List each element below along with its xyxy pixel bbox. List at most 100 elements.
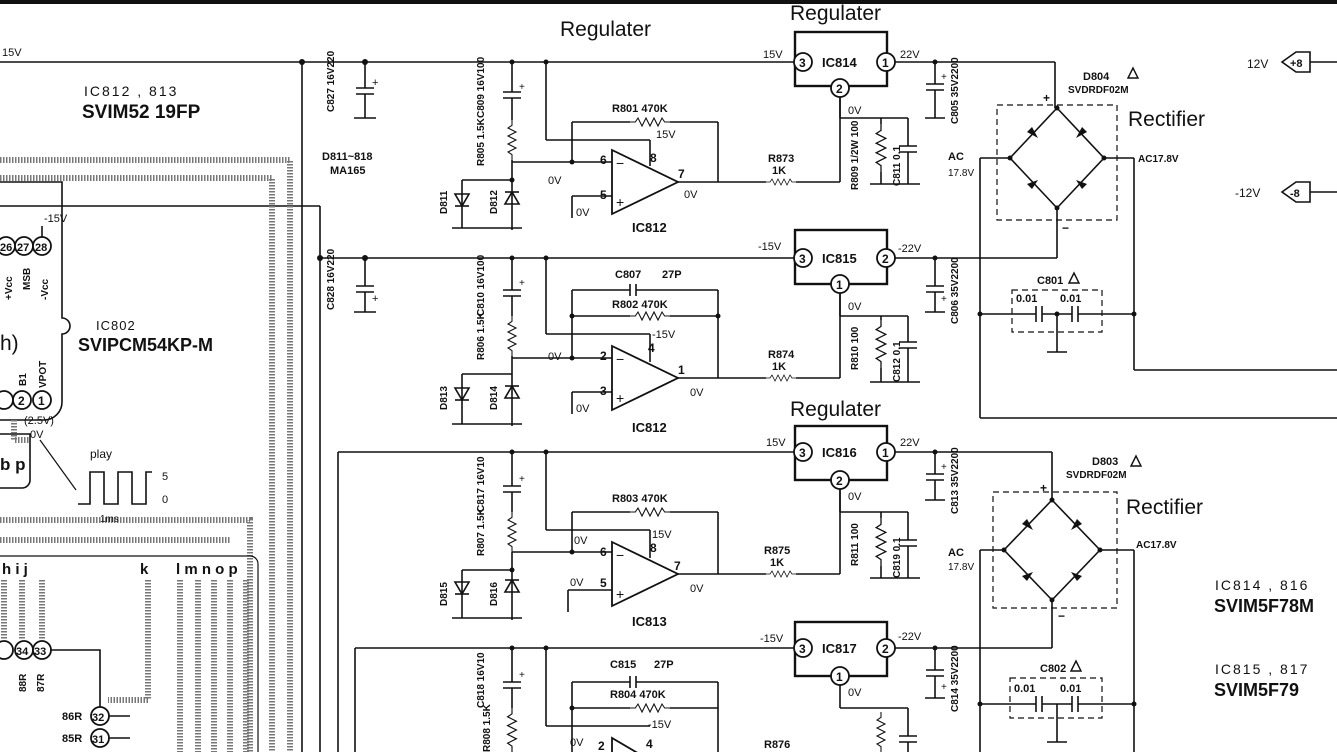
bus-lines [0,157,293,752]
svg-text:l m n o p: l m n o p [176,561,238,578]
svg-text:-Vcc: -Vcc [40,278,51,300]
svg-text:h): h) [0,332,19,355]
svg-text:+: + [519,670,525,681]
bridge-1: D804 SVDRDF02M Rectifier + − AC 17.8V AC… [948,51,1337,419]
svg-text:−: − [616,547,624,563]
bridge-2: D803 SVDRDF02M Rectifier + − AC 17.8V AC… [948,452,1203,752]
svg-text:2: 2 [600,349,607,363]
svg-text:IC817: IC817 [822,641,857,656]
svg-text:2: 2 [882,642,889,656]
svg-text:R801 470K: R801 470K [612,103,668,115]
svg-text:0V: 0V [576,403,590,415]
svg-text:12V: 12V [1247,57,1268,71]
svg-text:B1: B1 [18,373,29,386]
svg-text:7: 7 [674,559,681,573]
section-1: Regulater + C809 16V100 R805 1.5K D811 D… [439,2,1055,235]
svg-text:C813 35V2200: C813 35V2200 [950,447,961,514]
svg-text:-8: -8 [1290,188,1300,200]
svg-text:SVIM52 19FP: SVIM52 19FP [82,102,201,123]
ma165-label: MA165 [330,165,365,177]
svg-text:C814 35V2200: C814 35V2200 [950,645,961,712]
svg-text:SVDRDF02M: SVDRDF02M [1068,85,1129,96]
svg-text:C811 0.1: C811 0.1 [892,146,903,186]
svg-text:play: play [90,447,112,461]
svg-text:IC812 , 813: IC812 , 813 [84,83,178,99]
svg-text:3: 3 [799,56,806,70]
svg-text:+: + [616,390,624,406]
svg-text:27P: 27P [654,659,674,671]
rails [0,59,795,752]
title-rectifier-2: Rectifier [1126,496,1203,519]
svg-text:0V: 0V [848,491,862,503]
svg-text:IC814 , 816: IC814 , 816 [1215,577,1309,593]
svg-text:+: + [941,294,947,305]
svg-text:85R: 85R [62,733,82,745]
svg-text:0V: 0V [848,301,862,313]
svg-text:4: 4 [646,737,653,751]
svg-text:IC815 , 817: IC815 , 817 [1215,661,1309,677]
svg-text:SVIM5F79: SVIM5F79 [1214,680,1299,700]
svg-text:R876: R876 [764,739,790,751]
svg-text:2: 2 [18,394,25,408]
svg-text:0V: 0V [848,105,862,117]
svg-text:-12V: -12V [1235,186,1260,200]
svg-text:D811: D811 [439,190,450,214]
svg-text:C806 35V2200: C806 35V2200 [950,257,961,324]
svg-text:33: 33 [34,646,46,658]
svg-text:2: 2 [882,252,889,266]
svg-text:+: + [519,474,525,485]
svg-text:b p: b p [0,455,26,474]
svg-text:17.8V: 17.8V [948,168,974,179]
title-regulater-2: Regulater [790,2,881,25]
svg-text:87R: 87R [36,673,47,692]
svg-text:D804: D804 [1083,71,1110,83]
svg-text:C801: C801 [1037,275,1063,287]
svg-text:86R: 86R [62,711,82,723]
svg-text:-15V: -15V [760,633,784,645]
svg-text:15V: 15V [763,49,783,61]
svg-text:R807 1.5K: R807 1.5K [476,507,487,556]
svg-text:−: − [616,351,624,367]
svg-text:D813: D813 [439,386,450,410]
svg-text:D816: D816 [489,582,500,606]
svg-text:IC816: IC816 [822,445,857,460]
svg-text:R809 1/2W 100: R809 1/2W 100 [850,120,861,190]
svg-text:C805 35V2200: C805 35V2200 [950,57,961,124]
svg-text:-15V: -15V [44,213,68,225]
svg-text:88R: 88R [18,673,29,692]
svg-text:1: 1 [882,446,889,460]
svg-text:D814: D814 [489,386,500,410]
svg-text:+: + [616,586,624,602]
svg-text:3: 3 [799,446,806,460]
svg-text:(2.5V): (2.5V) [24,415,54,427]
svg-text:+: + [616,194,624,210]
svg-text:−: − [1062,221,1069,235]
section-2: + C810 16V100 R806 1.5K D813 D814 − + [439,228,1137,435]
svg-text:0V: 0V [30,429,44,441]
svg-text:D815: D815 [439,582,450,606]
svg-text:32: 32 [92,712,104,724]
svg-text:−: − [616,155,624,171]
svg-text:0V: 0V [848,687,862,699]
svg-text:D803: D803 [1092,456,1118,468]
svg-text:28: 28 [35,242,47,254]
svg-text:1: 1 [836,278,843,292]
svg-text:+Vcc: +Vcc [4,276,15,300]
svg-text:C809 16V100: C809 16V100 [476,56,487,118]
svg-text:R805 1.5K: R805 1.5K [476,117,487,166]
svg-text:5: 5 [600,576,607,590]
svg-text:IC815: IC815 [822,251,857,266]
svg-text:1K: 1K [772,361,786,373]
svg-text:C810 16V100: C810 16V100 [476,254,487,316]
svg-text:R874: R874 [768,349,795,361]
svg-text:0V: 0V [690,387,704,399]
svg-text:C819 0.1: C819 0.1 [892,537,903,578]
c827: + C827 16V220 [326,50,378,119]
svg-text:+8: +8 [1290,58,1303,70]
svg-text:2: 2 [836,474,843,488]
title-regulater-1: Regulater [560,18,651,41]
svg-text:1K: 1K [770,557,784,569]
svg-text:0.01: 0.01 [1014,683,1035,695]
svg-text:8: 8 [650,151,657,165]
